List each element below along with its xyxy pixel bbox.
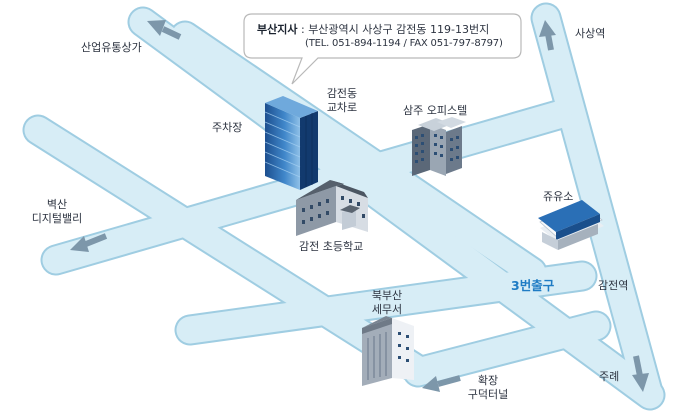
label-parking: 주차장 — [212, 121, 243, 134]
label-tax-office-line2: 세무서 — [371, 303, 403, 316]
arrow-jurye-icon — [632, 355, 649, 392]
gas-station-icon — [538, 200, 604, 250]
arrow-sasang-station-icon — [539, 20, 556, 51]
label-gamjeon-intersection: 감전동 교차로 — [320, 87, 364, 115]
label-gas-station: 쥬유소 — [543, 190, 574, 203]
label-byeoksan-line2: 디지털밸리 — [31, 212, 83, 225]
label-industrial-shopping: 산업유통상가 — [81, 41, 142, 54]
arrow-industrial-icon — [147, 20, 182, 40]
road-tunnel — [404, 312, 610, 386]
label-samjoo-officetel: 삼주 오피스텔 — [403, 104, 468, 117]
branch-info-callout: 부산지사 : 부산광역시 사상구 감전동 119-13번지 (TEL. 051-… — [243, 14, 521, 58]
address-separator: : — [297, 23, 309, 36]
label-gamjeon-intersection-line2: 교차로 — [326, 101, 358, 114]
label-gamjeon-intersection-line1: 감전동 — [326, 87, 358, 100]
branch-contact: (TEL. 051-894-1194 / FAX 051-797-8797) — [305, 38, 503, 49]
label-gamjeon-school: 감전 초등학교 — [299, 240, 364, 253]
roads — [24, 4, 664, 409]
label-sasang-station: 사상역 — [575, 27, 606, 40]
branch-office-tower-icon — [264, 96, 318, 190]
label-gamjeon-station: 감전역 — [598, 279, 629, 292]
label-tax-office-line1: 북부산 — [371, 289, 403, 302]
branch-address: 부산광역시 사상구 감전동 119-13번지 — [308, 23, 490, 36]
road-lower-crossing — [176, 262, 596, 344]
road-left-diagonal — [24, 116, 432, 384]
gamjeon-school-icon — [296, 180, 368, 236]
branch-name: 부산지사 — [257, 23, 298, 36]
road-industrial-to-station — [171, 22, 546, 286]
label-byeoksan-line1: 벽산 — [46, 198, 68, 211]
road-byeoksan-upper — [42, 101, 572, 274]
label-gudeok-tunnel: 확장 구덕터널 — [460, 374, 516, 402]
label-tunnel-line2: 구덕터널 — [467, 388, 509, 401]
samjoo-officetel-icon — [412, 117, 466, 176]
label-jurye: 주례 — [599, 370, 620, 383]
arrow-tunnel-icon — [422, 375, 461, 392]
label-byeoksan-digital-valley: 벽산 디지털밸리 — [27, 198, 87, 226]
arrow-byeoksan-icon — [70, 233, 108, 252]
label-buksan-tax-office: 북부산 세무서 — [365, 289, 409, 317]
tax-office-icon — [362, 316, 414, 386]
label-tunnel-line1: 확장 — [477, 374, 499, 387]
callout-bubble — [243, 13, 522, 85]
label-exit-3: 3번출구 — [511, 278, 555, 293]
branch-address-line: 부산지사 : 부산광역시 사상구 감전동 119-13번지 — [257, 21, 489, 37]
road-sasang-north-south — [532, 4, 662, 406]
